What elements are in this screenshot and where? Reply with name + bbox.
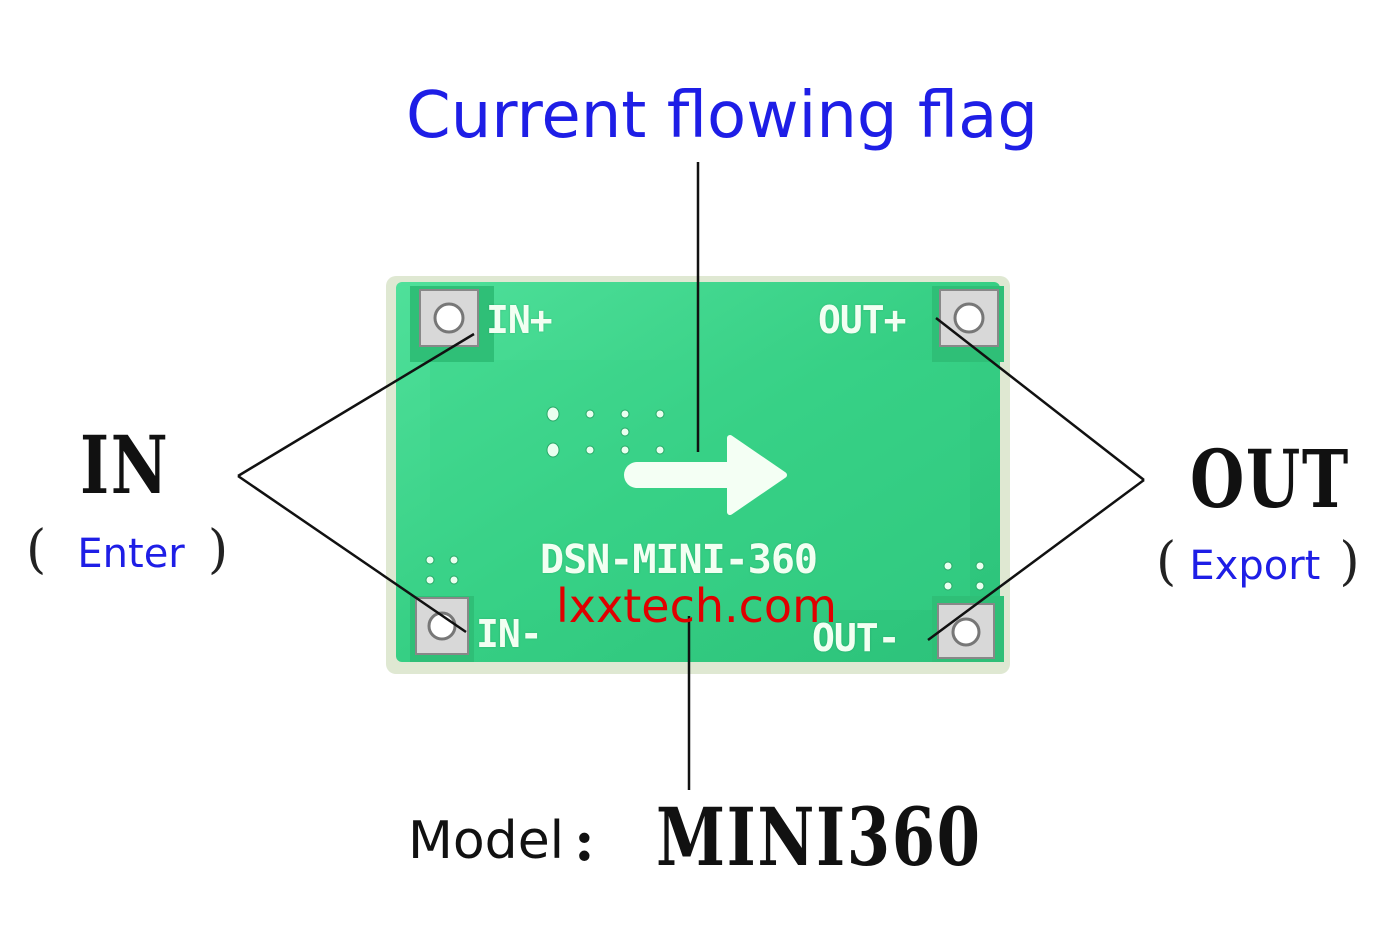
pad-out-minus bbox=[937, 603, 995, 659]
paren-close: ) bbox=[1339, 532, 1360, 592]
input-sublabel: Enter bbox=[77, 531, 185, 577]
vias bbox=[425, 406, 985, 591]
output-sublabel-group: ( Export ) bbox=[1156, 532, 1360, 596]
pin-label-out-minus: OUT- bbox=[812, 616, 901, 660]
pin-label-in-minus: IN- bbox=[476, 612, 543, 656]
paren-open: ( bbox=[1156, 532, 1177, 592]
board-name: DSN-MINI-360 bbox=[540, 537, 818, 583]
model-colon: : bbox=[574, 808, 595, 874]
paren-open: ( bbox=[26, 520, 47, 580]
model-label: Model bbox=[408, 811, 565, 871]
diagram-title: Current flowing flag bbox=[406, 79, 1038, 153]
watermark: lxxtech.com bbox=[556, 579, 837, 633]
leader-lines bbox=[237, 162, 1145, 790]
model-value: MINI360 bbox=[656, 790, 982, 884]
pad-out-plus bbox=[939, 289, 999, 347]
output-label: OUT bbox=[1190, 432, 1350, 526]
input-label: IN bbox=[80, 418, 170, 512]
pad-in-minus bbox=[415, 597, 469, 655]
output-sublabel: Export bbox=[1189, 543, 1321, 589]
input-sublabel-group: ( Enter ) bbox=[26, 520, 228, 584]
paren-close: ) bbox=[207, 520, 229, 580]
current-flow-arrow-icon bbox=[624, 435, 787, 515]
pin-label-in-plus: IN+ bbox=[486, 298, 553, 342]
pin-label-out-plus: OUT+ bbox=[818, 298, 907, 342]
